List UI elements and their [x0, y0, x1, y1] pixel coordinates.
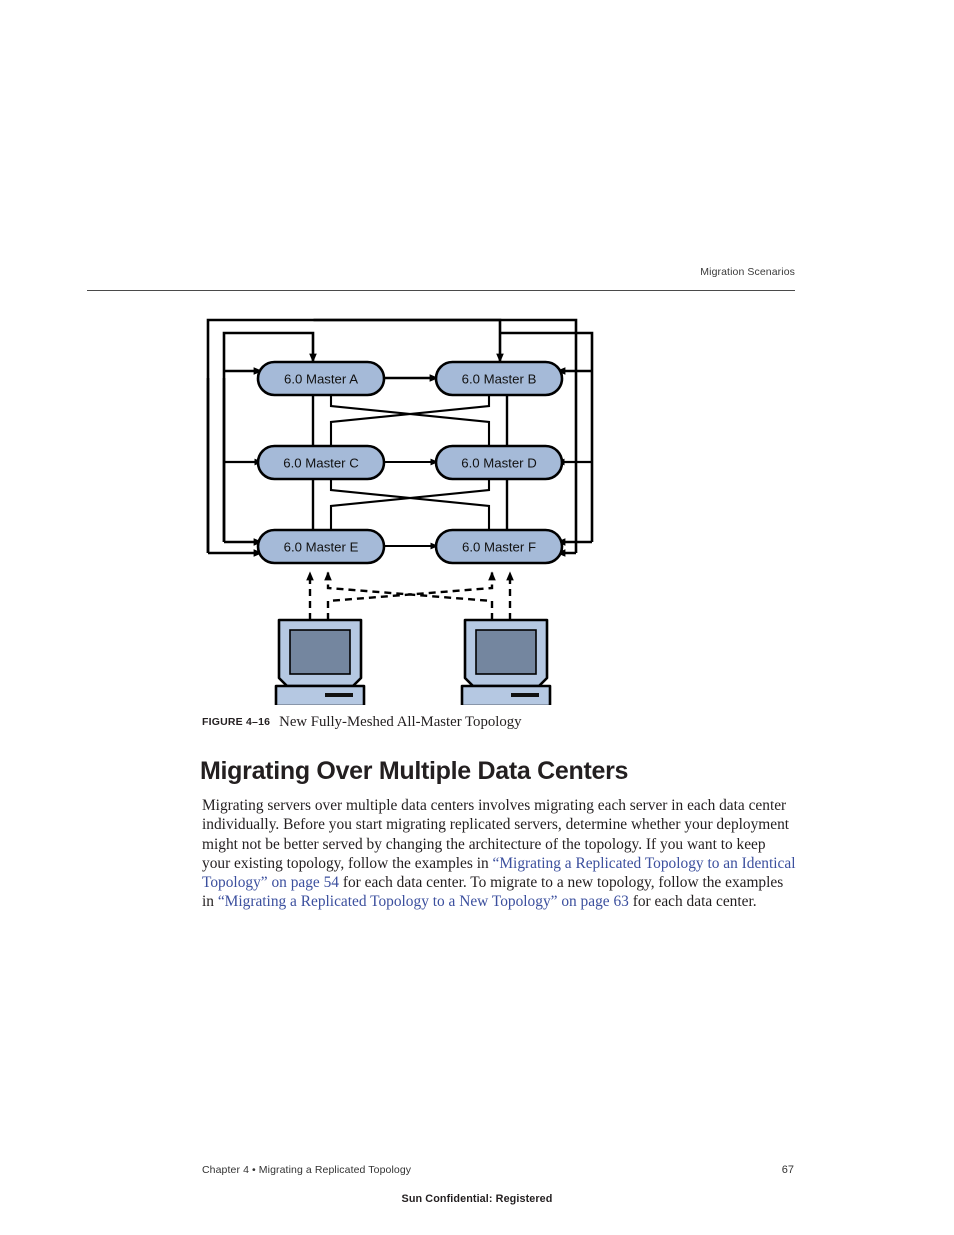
client-left-to-f [326, 571, 496, 620]
paragraph-text-3: for each data center. [628, 892, 757, 910]
link-b-c-cross [327, 395, 491, 455]
client-computer-left [274, 618, 366, 705]
topology-node-d: 6.0 Master D [434, 444, 564, 481]
node-label-a: 6.0 Master A [284, 372, 358, 387]
footer-chapter: Chapter 4•Migrating a Replicated Topolog… [202, 1164, 411, 1176]
body-paragraph: Migrating servers over multiple data cen… [202, 796, 796, 911]
topology-node-b: 6.0 Master B [434, 360, 564, 397]
footer-page-number: 67 [781, 1164, 794, 1176]
topology-node-a: 6.0 Master A [256, 360, 386, 397]
feedback-rail-outer-right [500, 331, 594, 542]
running-head: Migration Scenarios [700, 266, 795, 278]
figure-number: FIGURE 4–16 [202, 716, 271, 728]
paragraph-text-1: Migrating servers over multiple data cen… [202, 797, 790, 872]
node-label-f: 6.0 Master F [462, 540, 536, 555]
topology-node-c: 6.0 Master C [256, 444, 386, 481]
client-right-to-e [324, 571, 494, 620]
footer-confidentiality-notice: Sun Confidential: Registered [401, 1193, 553, 1205]
node-label-b: 6.0 Master B [462, 372, 537, 387]
figure-topology-diagram: 6.0 Master A 6.0 Master B 6.0 Master C 6… [200, 310, 620, 705]
feedback-rail-outer-left [206, 318, 504, 553]
page-title: Migrating Over Multiple Data Centers [200, 756, 629, 785]
figure-title: New Fully-Meshed All-Master Topology [279, 714, 522, 730]
node-label-e: 6.0 Master E [284, 540, 359, 555]
topology-node-f: 6.0 Master F [434, 528, 564, 565]
cross-reference-new-topology[interactable]: “Migrating a Replicated Topology to a Ne… [217, 892, 629, 910]
link-d-e-cross [327, 479, 491, 539]
node-label-d: 6.0 Master D [461, 456, 537, 471]
feedback-rail-inner-right [313, 318, 578, 553]
header-rule [87, 290, 795, 291]
side-feeder-left-a [206, 378, 226, 553]
topology-node-e: 6.0 Master E [256, 528, 386, 565]
client-computer-right [460, 618, 552, 705]
node-label-c: 6.0 Master C [283, 456, 359, 471]
cross-reference-identical-topology[interactable]: “Migrating a Replicated Topology to an I… [202, 854, 796, 891]
paragraph-text-2: for each data center. To migrate to a ne… [202, 873, 784, 910]
footer-separator: • [252, 1164, 256, 1176]
footer-chapter-number: Chapter 4 [202, 1164, 250, 1176]
figure-caption: FIGURE 4–16 New Fully-Meshed All-Master T… [202, 713, 802, 731]
footer-chapter-title: Migrating a Replicated Topology [258, 1164, 412, 1176]
